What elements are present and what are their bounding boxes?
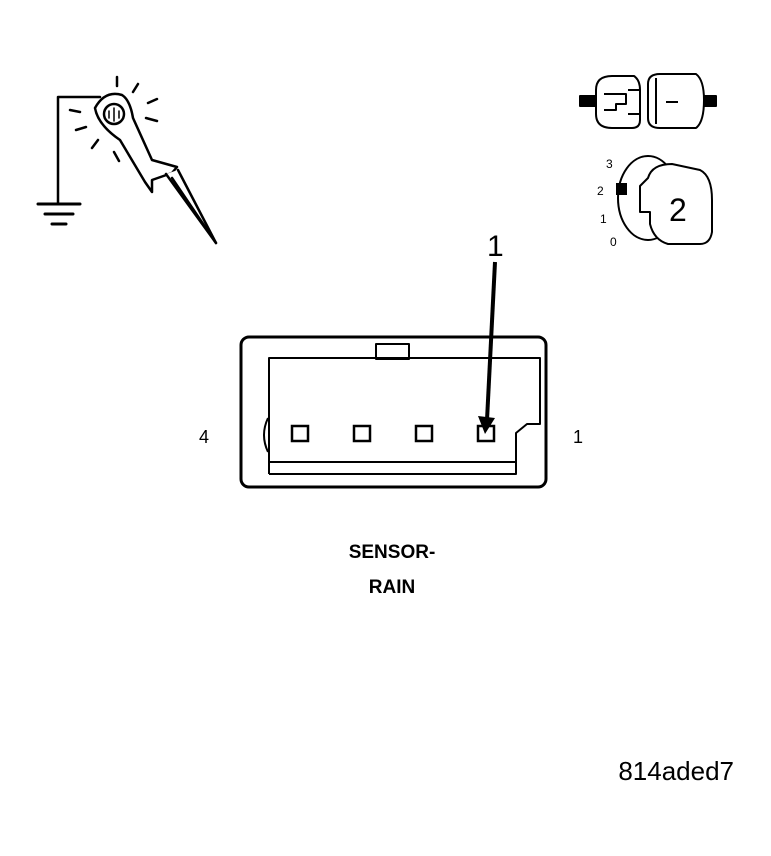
connector-pins [290,424,496,443]
ignition-position-0: 0 [610,235,617,249]
pin-left-label: 4 [199,427,209,447]
pin-cavity-2 [414,424,434,443]
pin-cavity-4 [290,424,310,443]
component-name-line1: SENSOR- [349,542,436,563]
disconnected-connector-icon [579,73,717,129]
ignition-position-2: 2 [597,184,604,198]
ground-symbol-icon [36,202,82,226]
component-name-line2: RAIN [369,577,415,598]
callout-arrow [478,261,497,434]
ignition-position-3: 3 [606,157,613,171]
ignition-selected-position: 2 [669,192,687,228]
connector-housing [239,335,548,489]
ignition-position-1: 1 [600,212,607,226]
pin-right-label: 1 [573,427,583,447]
test-light-probe-icon [36,75,218,245]
figure-id: 814aded7 [618,756,734,786]
pin-cavity-3 [352,424,372,443]
callout-number: 1 [487,230,504,263]
ignition-key-icon [616,155,713,245]
